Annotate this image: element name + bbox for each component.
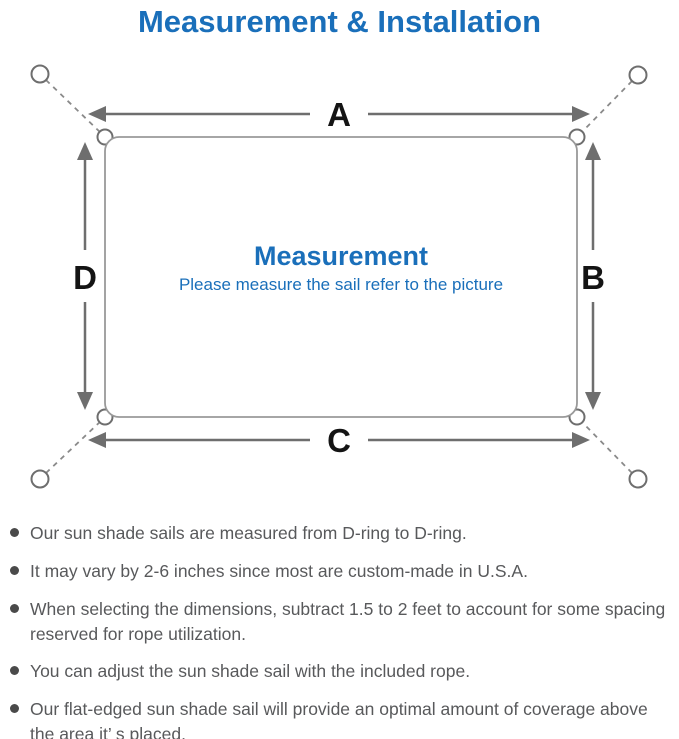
dim-label-a: A <box>327 96 351 133</box>
arrow-c-right-icon <box>572 432 590 448</box>
list-item: When selecting the dimensions, subtract … <box>10 597 671 647</box>
anchor-ring-bottom-left-icon <box>30 469 50 489</box>
dim-label-b: B <box>581 259 605 296</box>
rope-dashed-lines <box>45 79 633 474</box>
arrow-a-right-icon <box>572 106 590 122</box>
bullet-dot-icon <box>10 528 19 537</box>
list-item: Our sun shade sails are measured from D-… <box>10 521 671 546</box>
note-text: It may vary by 2-6 inches since most are… <box>30 560 528 581</box>
dimension-lines <box>83 112 595 442</box>
sail-outline <box>104 136 578 418</box>
anchor-rings <box>30 64 648 489</box>
list-item: It may vary by 2-6 inches since most are… <box>10 559 671 584</box>
arrow-b-down-icon <box>585 392 601 410</box>
arrow-d-down-icon <box>77 392 93 410</box>
diagram-center-title: Measurement <box>254 241 428 271</box>
sail-diagram-svg: A B C D Measurement Please measure the s… <box>30 64 648 489</box>
rope-line-top-right <box>579 80 633 135</box>
rope-line-bottom-right <box>579 419 633 474</box>
arrow-b-up-icon <box>585 142 601 160</box>
list-item: Our flat-edged sun shade sail will provi… <box>10 697 671 739</box>
arrow-d-up-icon <box>77 142 93 160</box>
arrow-a-left-icon <box>88 106 106 122</box>
bullet-dot-icon <box>10 666 19 676</box>
notes-list: Our sun shade sails are measured from D-… <box>0 505 679 739</box>
page-title: Measurement & Installation <box>137 4 542 39</box>
bullet-dot-icon <box>10 603 19 613</box>
anchor-ring-bottom-right-icon <box>628 469 648 489</box>
anchor-ring-top-right-icon <box>628 65 648 85</box>
rope-line-top-left <box>45 79 103 135</box>
bullet-dot-icon <box>10 565 19 575</box>
dim-label-c: C <box>327 422 351 459</box>
note-text: Our sun shade sails are measured from D-… <box>30 523 467 543</box>
note-text: You can adjust the sun shade sail with t… <box>30 661 471 682</box>
list-item: You can adjust the sun shade sail with t… <box>10 659 671 684</box>
note-text: Our flat-edged sun shade sail will provi… <box>30 699 648 739</box>
diagram-center-subtitle: Please measure the sail refer to the pic… <box>179 275 503 294</box>
rope-line-bottom-left <box>45 419 103 474</box>
dimension-arrowheads <box>77 106 601 448</box>
measurement-diagram: A B C D Measurement Please measure the s… <box>0 52 679 505</box>
anchor-ring-top-left-icon <box>30 64 50 84</box>
bullet-dot-icon <box>10 704 19 714</box>
dim-label-d: D <box>73 259 97 296</box>
note-text: When selecting the dimensions, subtract … <box>30 598 666 644</box>
arrow-c-left-icon <box>88 432 106 448</box>
